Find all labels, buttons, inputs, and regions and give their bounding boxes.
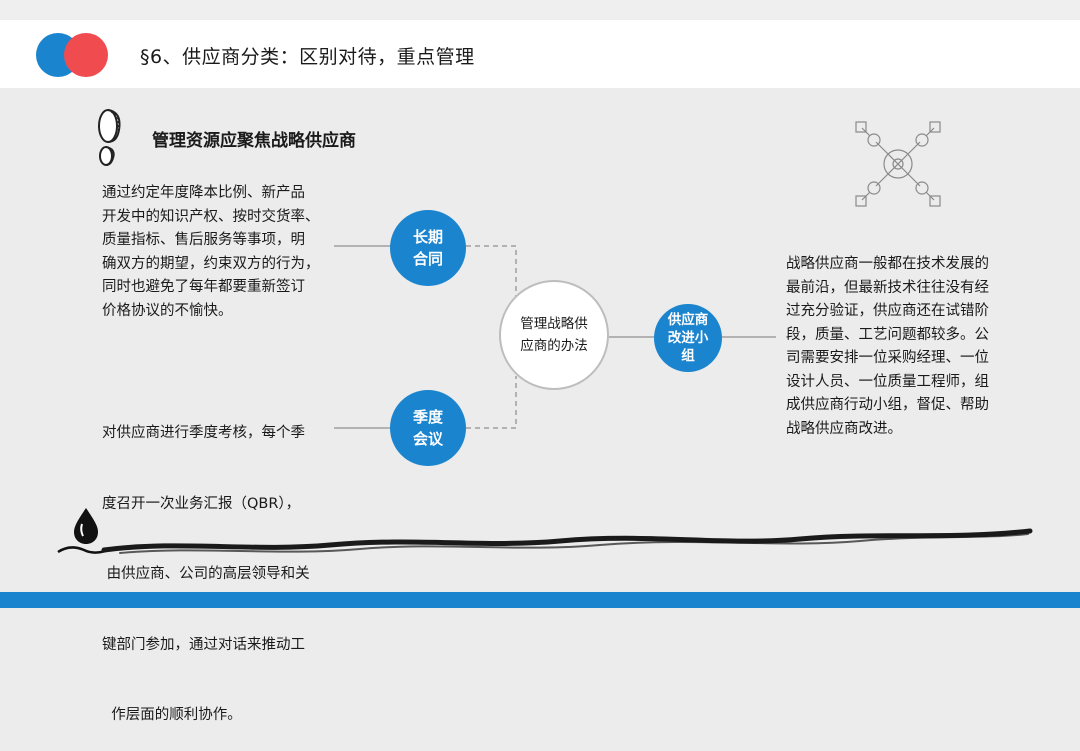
bottom-accent-bar [0, 592, 1080, 608]
text-line: 作层面的顺利协作。 [102, 704, 334, 728]
brush-stroke-divider [0, 0, 1080, 608]
text-line: 键部门参加，通过对话来推动工 [102, 634, 334, 658]
